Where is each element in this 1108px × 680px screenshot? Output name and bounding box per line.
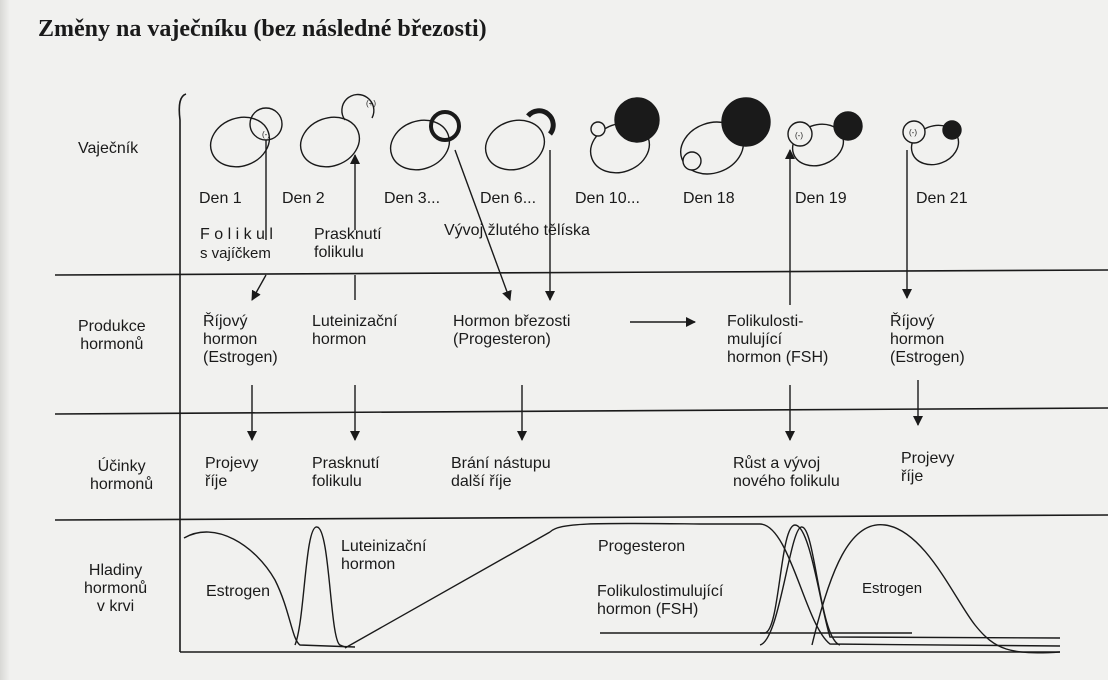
- curve-label-estrogen-1: Estrogen: [206, 583, 270, 601]
- ovary-mark-day2: (+): [366, 99, 376, 108]
- day-label: Den 10...: [575, 190, 640, 208]
- label-corpus-luteum: Vývoj žlutého tělíska: [444, 222, 590, 240]
- hormone-progesterone: Hormon březosti (Progesteron): [453, 313, 570, 349]
- curve-lh-1: [295, 527, 345, 647]
- day-label: Den 3...: [384, 190, 440, 208]
- effect-rupture: Prasknutí folikulu: [312, 455, 380, 491]
- arrow-follicle-estrogen: [252, 275, 266, 300]
- day-label: Den 6...: [480, 190, 536, 208]
- day-label: Den 1: [199, 190, 242, 208]
- effect-prevent: Brání nástupu další říje: [451, 455, 551, 491]
- ovary-mark-day19: (-): [795, 131, 803, 140]
- day-label: Den 19: [795, 190, 847, 208]
- ovary-day21: [903, 119, 964, 171]
- curve-label-progesterone: Progesteron: [598, 538, 685, 556]
- curve-label-estrogen-2: Estrogen: [862, 580, 922, 598]
- page-title: Změny na vaječníku (bez následné březost…: [38, 16, 487, 43]
- row-label-effects: Účinky hormonů: [90, 458, 153, 494]
- curve-label-lh: Luteinizační hormon: [341, 538, 426, 574]
- ovary-day2: [294, 94, 374, 174]
- day-label: Den 2: [282, 190, 325, 208]
- effect-growth: Růst a vývoj nového folikulu: [733, 455, 840, 491]
- curve-label-fsh: Folikulostimulující hormon (FSH): [597, 583, 723, 619]
- ovary-day10: [584, 98, 659, 181]
- vertical-axis: [179, 94, 186, 652]
- row-label-production: Produkce hormonů: [78, 318, 146, 354]
- row-label-levels: Hladiny hormonů v krvi: [84, 562, 147, 616]
- ovary-day19: [787, 112, 862, 173]
- day-label: Den 21: [916, 190, 968, 208]
- hormone-estrogen-1: Říjový hormon (Estrogen): [203, 313, 278, 367]
- ovary-day18: [673, 98, 770, 182]
- ovary-mark-day21: (-): [909, 128, 917, 137]
- hormone-estrogen-2: Říjový hormon (Estrogen): [890, 313, 965, 367]
- hormone-lh: Luteinizační hormon: [312, 313, 397, 349]
- label-rupture: Prasknutí folikulu: [314, 226, 382, 262]
- ovary-day1: [204, 108, 282, 175]
- hormone-fsh: Folikulosti- mulující hormon (FSH): [727, 313, 828, 367]
- ovary-day3: [384, 112, 459, 178]
- effect-estrus-1: Projevy říje: [205, 455, 258, 491]
- ovary-mark-day1: (-): [262, 130, 270, 139]
- day-label: Den 18: [683, 190, 735, 208]
- row-divider-1: [55, 270, 1108, 275]
- row-label-ovary: Vaječník: [78, 140, 138, 158]
- row-divider-3: [55, 515, 1108, 520]
- ovary-day6: [479, 111, 554, 178]
- effect-estrus-2: Projevy říje: [901, 450, 954, 486]
- label-follicle: F o l i k u l: [200, 226, 273, 244]
- label-follicle-egg: s vajíčkem: [200, 245, 271, 263]
- ovary-drawings: [204, 94, 964, 182]
- row-divider-2: [55, 408, 1108, 414]
